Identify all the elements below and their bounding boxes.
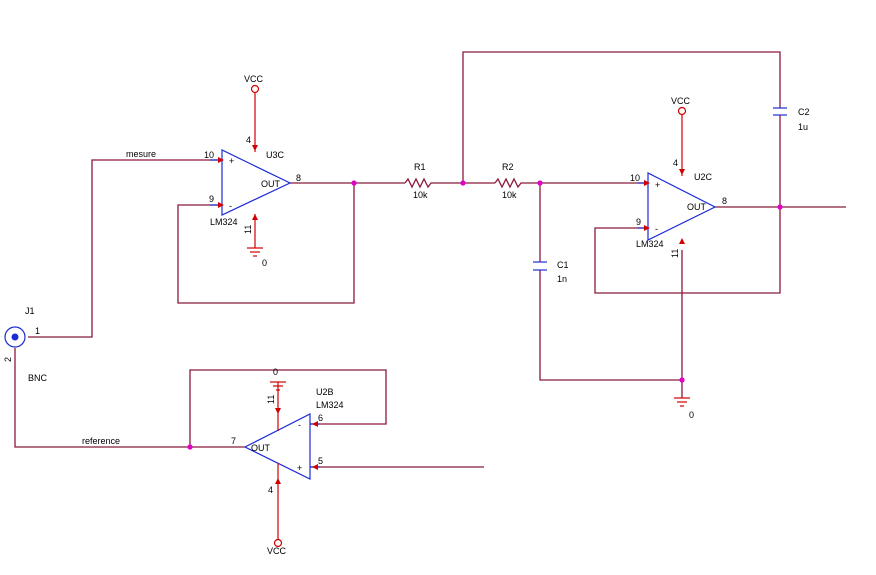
- u2b-gnd-label: 0: [273, 367, 278, 377]
- u2c-pin-vp: 4: [673, 158, 678, 168]
- capacitor-c2: C2 1u: [773, 104, 810, 132]
- c2-ref-label: C2: [798, 107, 810, 117]
- resistor-r1: R1 10k: [404, 162, 433, 200]
- junctions: [187, 180, 783, 450]
- wire-u3c-feedback: [177, 183, 355, 304]
- c1-ref-label: C1: [557, 260, 569, 270]
- wire-u2c-feedback: [594, 207, 781, 294]
- u2c-pin-plus: 10: [630, 173, 640, 183]
- junction-u2b-out: [187, 444, 193, 450]
- j1-ref-label: J1: [25, 306, 35, 316]
- u2b-pin-vn: 11: [266, 395, 276, 404]
- u2c-out-label: OUT: [687, 202, 707, 212]
- u2b-pin-minus: 6: [318, 413, 323, 423]
- u2c-ref-label: U2C: [694, 172, 713, 182]
- j1-pin2-label: 2: [3, 357, 13, 362]
- resistor-r2: R2 10k: [494, 162, 523, 200]
- u2b-plus-sign: +: [297, 463, 302, 473]
- u3c-pin-vn: 11: [243, 225, 253, 234]
- net-label-reference: reference: [82, 436, 120, 446]
- u3c-minus-sign: -: [229, 201, 232, 211]
- junction-u2c-out: [777, 204, 783, 210]
- u2c-pin-out: 8: [722, 196, 727, 206]
- u2c-gnd-label: 0: [689, 410, 694, 420]
- u2c-vcc-label: VCC: [671, 96, 691, 106]
- r2-ref-label: R2: [502, 162, 514, 172]
- bnc-connector-j1: J1 BNC 1 2: [3, 306, 48, 383]
- opamp-u2b: - + OUT 6 5 7 U2B LM324 0 11 VCC 4: [231, 367, 344, 556]
- wire-c2-loop: [462, 51, 781, 183]
- j1-pin1-label: 1: [35, 326, 40, 336]
- u3c-part-label: LM324: [210, 217, 238, 227]
- u2b-pin-vp: 4: [268, 485, 273, 495]
- c1-value-label: 1n: [557, 274, 567, 284]
- junction-u3c-out: [351, 180, 357, 186]
- wires: [14, 51, 846, 468]
- wire-u2b-feedback: [189, 369, 387, 447]
- r2-value-label: 10k: [502, 190, 517, 200]
- capacitor-c1: C1 1n: [533, 260, 569, 284]
- r1-ref-label: R1: [414, 162, 426, 172]
- u3c-pin-vp: 4: [246, 135, 251, 145]
- u3c-ref-label: U3C: [266, 150, 285, 160]
- u3c-plus-sign: +: [229, 156, 234, 166]
- u3c-vcc-label: VCC: [244, 74, 264, 84]
- j1-type-label: BNC: [28, 373, 48, 383]
- u3c-out-label: OUT: [261, 179, 281, 189]
- wire-mesure: [28, 159, 222, 338]
- opamp-u3c: + - OUT 10 9 8 U3C LM324 VCC 4 0 11: [204, 74, 301, 268]
- u2c-minus-sign: -: [655, 224, 658, 234]
- u2b-part-label: LM324: [316, 400, 344, 410]
- net-label-mesure: mesure: [126, 149, 156, 159]
- u3c-pin-minus: 9: [209, 194, 214, 204]
- r1-value-label: 10k: [413, 190, 428, 200]
- c2-value-label: 1u: [798, 122, 808, 132]
- u2c-plus-sign: +: [655, 180, 660, 190]
- u2b-pin-out: 7: [231, 436, 236, 446]
- u2c-pin-vn: 11: [670, 249, 680, 258]
- u2b-ref-label: U2B: [316, 387, 334, 397]
- u2b-pin-plus: 5: [318, 456, 323, 466]
- junction-gnd: [679, 377, 685, 383]
- u3c-pin-plus: 10: [204, 150, 214, 160]
- u2c-pin-minus: 9: [636, 217, 641, 227]
- u2b-out-label: OUT: [251, 443, 271, 453]
- wire-c1-bottom: [539, 270, 682, 381]
- u2b-minus-sign: -: [298, 420, 301, 430]
- junction-r1-r2: [460, 180, 466, 186]
- opamp-u2c: + - OUT 10 9 8 U2C LM324 VCC 4 11 0: [630, 96, 727, 420]
- junction-r2-c1: [537, 180, 543, 186]
- wire-reference: [14, 348, 245, 448]
- u2c-part-label: LM324: [636, 239, 664, 249]
- u2b-vcc-label: VCC: [267, 546, 287, 556]
- u3c-gnd-label: 0: [262, 258, 267, 268]
- u3c-pin-out: 8: [296, 173, 301, 183]
